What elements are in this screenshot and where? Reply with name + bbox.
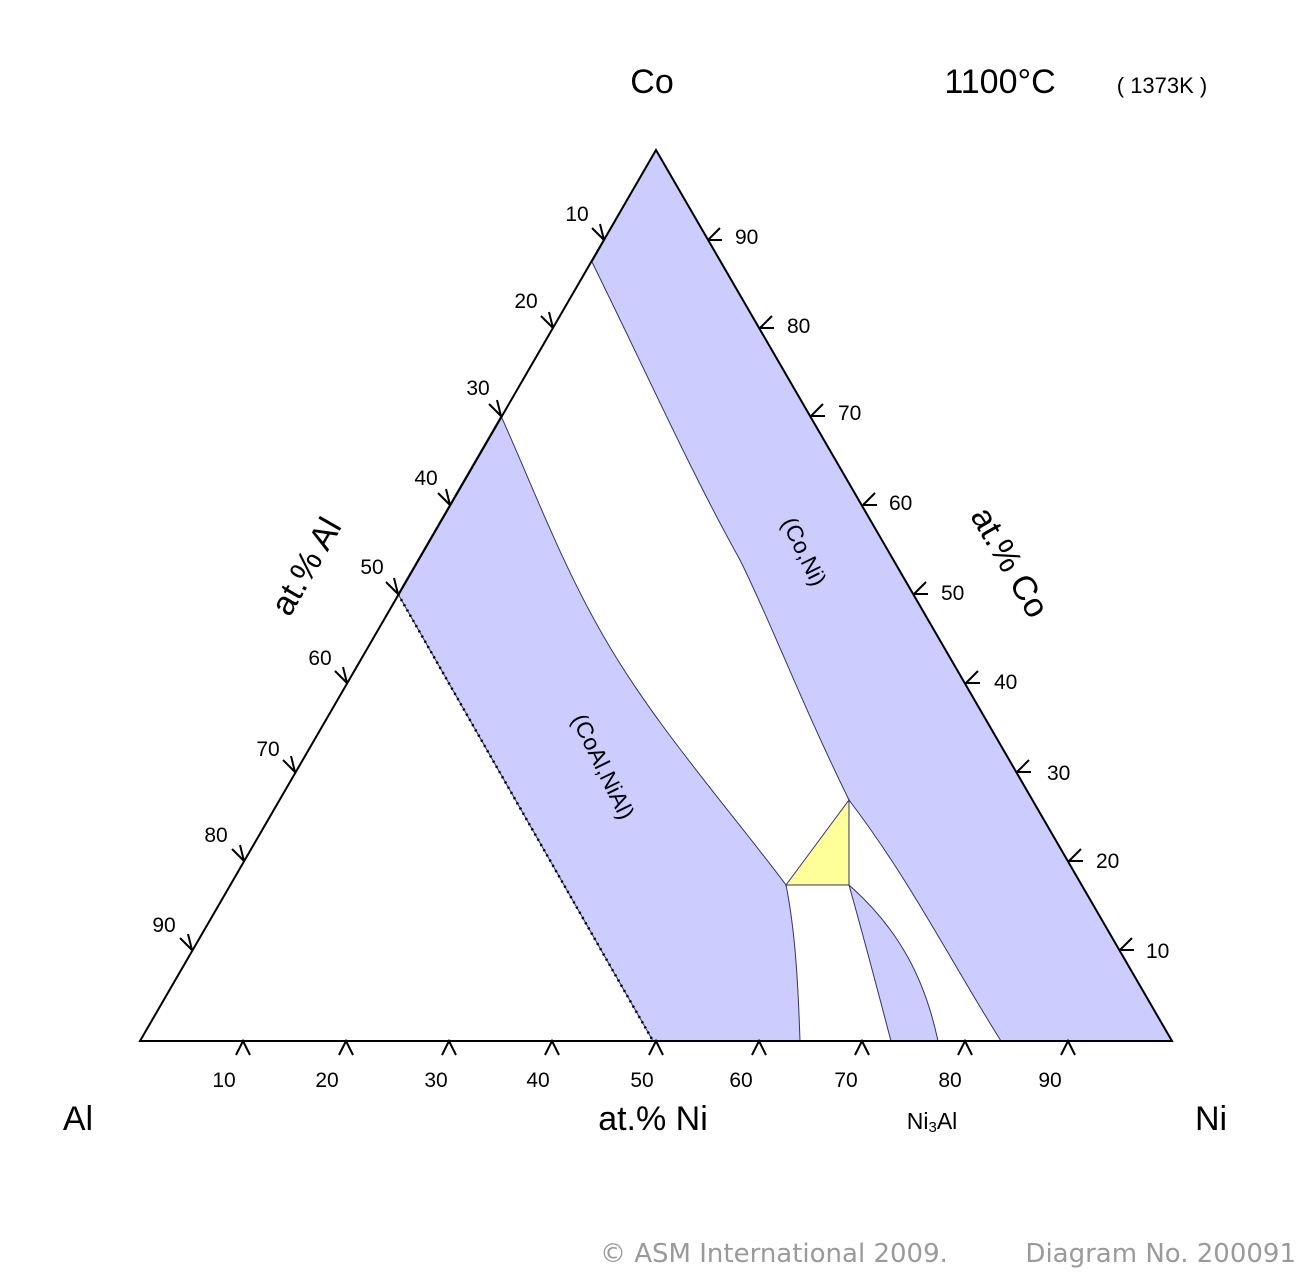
co-ni-phase-region: [591, 148, 1173, 1042]
left-tick-labels: 10 20 30 40 50 60 70 80 90: [152, 203, 588, 937]
bottom-tick-labels: 10 20 30 40 50 60 70 80 90: [212, 1069, 1061, 1092]
right-tick-label: 20: [1096, 850, 1119, 873]
bottom-tick-label: 10: [212, 1069, 235, 1092]
ni3al-text-al: Al: [937, 1108, 957, 1134]
right-tick-label: 90: [735, 226, 758, 249]
bottom-tick-label: 20: [315, 1069, 338, 1092]
left-tick-label: 90: [152, 914, 175, 937]
coal-nial-phase-region: [397, 414, 801, 1042]
left-tick-label: 50: [360, 556, 383, 579]
corner-label-al: Al: [63, 1100, 93, 1138]
ni3al-subscript: 3: [928, 1119, 936, 1136]
left-tick-label: 30: [466, 377, 489, 400]
right-tick-label: 50: [941, 582, 964, 605]
axis-title-co: at.% Co: [963, 501, 1056, 625]
phase-label-ni3al: Ni3Al: [907, 1108, 958, 1136]
temperature-title: 1100°C: [944, 63, 1055, 101]
diagram-number: Diagram No. 200091: [1025, 1239, 1296, 1269]
right-tick-label: 80: [787, 315, 810, 338]
axis-title-ni: at.% Ni: [598, 1100, 708, 1138]
right-tick-label: 40: [994, 671, 1017, 694]
bottom-tick-label: 30: [424, 1069, 447, 1092]
ni3al-text-ni: Ni: [907, 1108, 929, 1134]
kelvin-label: ( 1373K ): [1117, 73, 1208, 98]
bottom-tick-label: 90: [1038, 1069, 1061, 1092]
left-tick-label: 40: [414, 467, 437, 490]
bottom-tick-label: 40: [526, 1069, 549, 1092]
corner-label-ni: Ni: [1195, 1100, 1227, 1138]
bottom-tick-label: 60: [729, 1069, 752, 1092]
left-tick-label: 60: [308, 647, 331, 670]
bottom-tick-label: 50: [630, 1069, 653, 1092]
three-phase-triangle: [785, 798, 850, 886]
right-ticks: [707, 227, 1134, 951]
right-tick-labels: 90 80 70 60 50 40 30 20 10: [735, 226, 1169, 963]
right-tick-label: 60: [889, 492, 912, 515]
bottom-tick-label: 70: [834, 1069, 857, 1092]
left-tick-label: 80: [204, 824, 227, 847]
right-tick-label: 70: [838, 402, 861, 425]
left-ticks: [179, 223, 605, 951]
right-tick-label: 30: [1047, 762, 1070, 785]
right-tick-label: 10: [1146, 940, 1169, 963]
left-tick-label: 20: [514, 290, 537, 313]
corner-label-co: Co: [630, 63, 673, 101]
left-tick-label: 10: [565, 203, 588, 226]
axis-title-al: at.% Al: [264, 511, 350, 622]
bottom-tick-label: 80: [938, 1069, 961, 1092]
copyright-text: © ASM International 2009.: [600, 1239, 948, 1269]
bottom-ticks: [235, 1038, 1076, 1056]
dotted-phase-boundary: [396, 593, 655, 1042]
left-tick-label: 70: [256, 738, 279, 761]
